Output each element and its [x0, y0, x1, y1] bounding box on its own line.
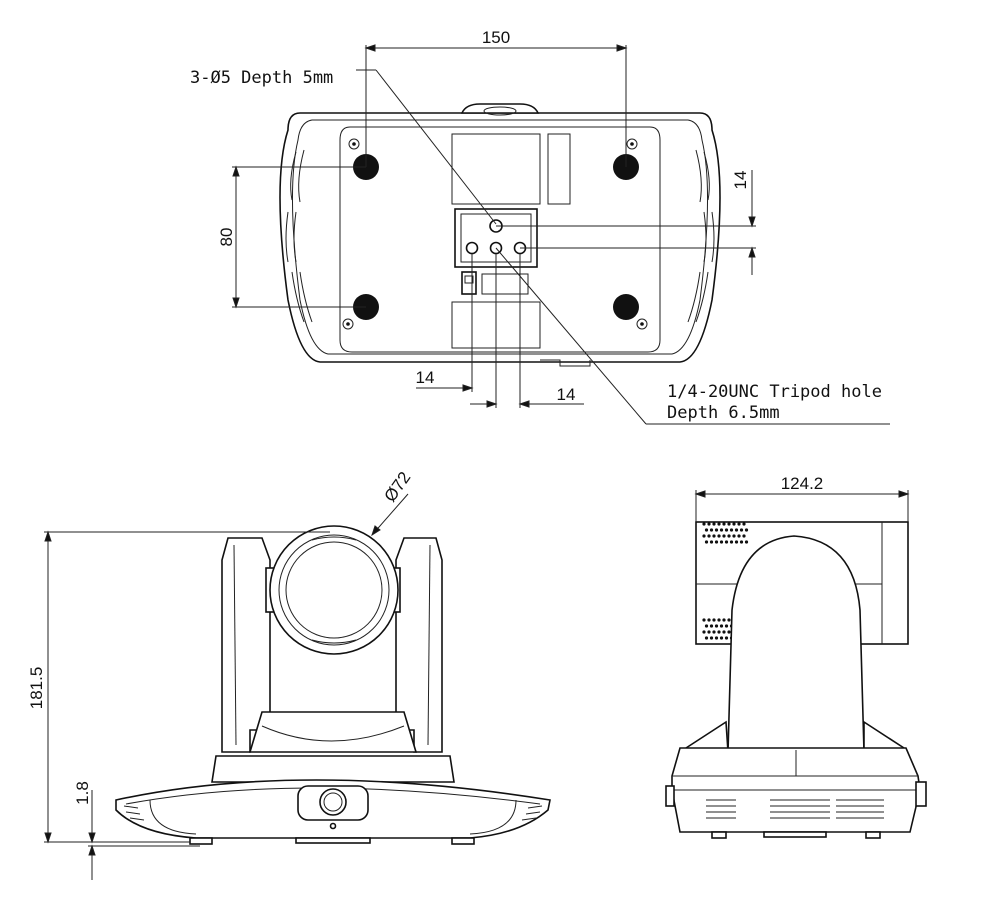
- vent-dot: [727, 522, 731, 526]
- label-area: [451, 133, 541, 205]
- vent-dot: [729, 528, 734, 532]
- top-connector: [460, 103, 540, 114]
- vent-dot: [724, 624, 729, 628]
- vent-dot: [722, 618, 726, 622]
- callout-tripod-line2: Depth 6.5mm: [667, 403, 780, 423]
- top-view: 150 80 14 14: [190, 28, 890, 425]
- vent-dot: [744, 528, 749, 532]
- vent-dot: [722, 534, 726, 538]
- switch-area: [547, 133, 571, 205]
- vent-dot: [707, 630, 711, 634]
- left-side-slots: [285, 149, 313, 323]
- lens: [269, 525, 399, 655]
- vent-dot: [707, 522, 711, 526]
- vent-dot: [712, 630, 716, 634]
- side-view: 124.2: [665, 474, 927, 839]
- vent-dot: [734, 540, 739, 544]
- vent-dot: [704, 624, 709, 628]
- dim-80: [232, 165, 366, 309]
- dim-1-8-label: 1.8: [73, 781, 92, 805]
- vent-dot: [702, 522, 706, 526]
- dim-14-right: [496, 170, 756, 275]
- vent-dot: [719, 636, 724, 640]
- vent-dot: [724, 540, 729, 544]
- vent-dot: [714, 540, 719, 544]
- callout-leaders: [356, 69, 890, 425]
- top-view-outline: [279, 112, 721, 363]
- dim-181-5-label: 181.5: [27, 667, 46, 710]
- front-view: Ø72 181.5 1.8: [27, 468, 551, 880]
- vent-dot: [702, 618, 706, 622]
- dim-124-2-label: 124.2: [781, 474, 824, 493]
- dim-lens-diameter: [371, 493, 409, 537]
- side-arm: [727, 535, 865, 753]
- dim-lens-diameter-label: Ø72: [380, 468, 414, 505]
- vent-dot: [737, 534, 741, 538]
- vent-dot: [709, 636, 714, 640]
- dim-80-label: 80: [217, 228, 236, 247]
- vent-dot: [712, 534, 716, 538]
- vent-dot: [712, 618, 716, 622]
- callout-holes: 3-Ø5 Depth 5mm: [190, 68, 333, 88]
- dim-14-bottom-left: [416, 254, 497, 408]
- vent-dot: [712, 522, 716, 526]
- vent-dot: [714, 528, 719, 532]
- vent-dot: [727, 618, 731, 622]
- side-base-grille: [706, 799, 884, 819]
- vent-dot: [717, 534, 721, 538]
- vent-dot: [727, 630, 731, 634]
- vent-dot: [739, 540, 744, 544]
- vent-dot: [709, 528, 714, 532]
- dim-14-bottom-left-label: 14: [416, 368, 435, 387]
- vent-dot: [724, 636, 729, 640]
- vent-dot: [734, 528, 739, 532]
- dim-14-right-label: 14: [731, 171, 750, 190]
- vent-dot: [704, 540, 709, 544]
- vent-dot: [739, 528, 744, 532]
- dim-150-label: 150: [482, 28, 510, 47]
- port-area: [481, 273, 529, 295]
- vent-dot: [714, 636, 719, 640]
- vent-dot: [717, 522, 721, 526]
- vent-dot: [704, 636, 709, 640]
- vent-dot: [707, 618, 711, 622]
- vent-dot: [707, 534, 711, 538]
- vent-dot: [719, 528, 724, 532]
- vent-dot: [722, 630, 726, 634]
- dim-14-bottom-right: [470, 254, 584, 408]
- vent-dot: [702, 534, 706, 538]
- vent-dot: [724, 528, 729, 532]
- front-leds: [123, 805, 543, 821]
- vent-dot: [742, 534, 746, 538]
- screws: [342, 138, 648, 330]
- vent-dot: [732, 534, 736, 538]
- vent-dot: [744, 540, 749, 544]
- right-side-slots: [687, 149, 715, 323]
- vent-dot: [737, 522, 741, 526]
- vent-dot: [702, 630, 706, 634]
- vent-dot: [742, 522, 746, 526]
- dim-181-5: [44, 530, 330, 844]
- vent-dot: [719, 624, 724, 628]
- vent-dot: [709, 624, 714, 628]
- dim-150: [364, 44, 628, 167]
- vent-dot: [719, 540, 724, 544]
- vent-dot: [732, 522, 736, 526]
- vent-dot: [727, 534, 731, 538]
- vent-dot: [717, 618, 721, 622]
- vent-dot: [722, 522, 726, 526]
- callout-tripod-line1: 1/4-20UNC Tripod hole: [667, 382, 882, 402]
- vent-dot: [704, 528, 709, 532]
- dim-1-8: [88, 790, 200, 880]
- vent-dot: [714, 624, 719, 628]
- vent-dot: [729, 540, 734, 544]
- vent-dot: [709, 540, 714, 544]
- dim-14-bottom-right-label: 14: [557, 385, 576, 404]
- dim-124-2: [694, 490, 910, 522]
- vent-dot: [717, 630, 721, 634]
- bottom-plate: [339, 126, 661, 353]
- pan-base: [211, 755, 455, 783]
